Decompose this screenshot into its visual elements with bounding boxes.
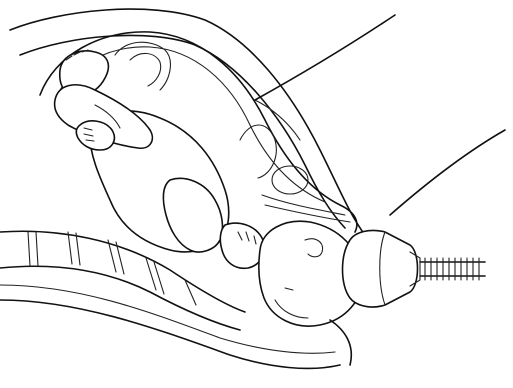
- placenta-fold-1: [115, 42, 170, 90]
- maternal-thigh-upper: [255, 15, 395, 100]
- spine-inner-line: [0, 266, 240, 330]
- membrane-loop: [240, 125, 276, 178]
- placenta-fold-2: [130, 53, 161, 86]
- vertebra-2: [36, 232, 38, 266]
- perineum-line: [330, 320, 351, 365]
- vertebra-3: [68, 232, 72, 264]
- vertebra-1: [28, 232, 30, 266]
- fetus-hand-right: [220, 223, 264, 268]
- maternal-thigh-lower: [390, 130, 505, 215]
- vertebra-4: [76, 233, 80, 265]
